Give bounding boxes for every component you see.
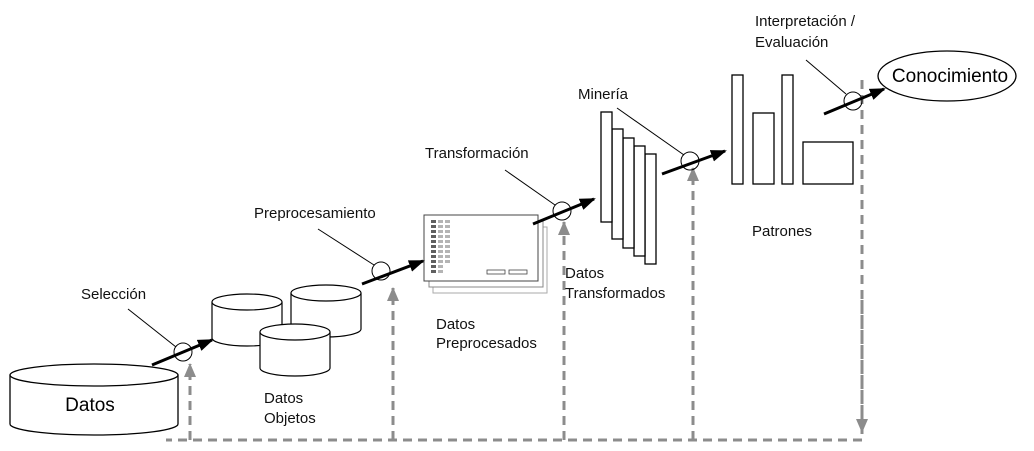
step-transformacion: Transformación — [425, 145, 529, 162]
sheet-cell — [431, 270, 436, 273]
sheet-cell — [445, 225, 450, 228]
step-seleccion: Selección — [81, 286, 146, 303]
sheet-cell — [431, 220, 436, 223]
datos-objetos-label-2: Objetos — [264, 410, 316, 427]
leader-lines — [127, 59, 847, 348]
sheet-cell — [438, 235, 443, 238]
node-interpretacion — [843, 91, 863, 111]
datos-objetos-cylinders — [211, 284, 362, 377]
node-mineria — [680, 151, 700, 171]
sheet-cell — [445, 230, 450, 233]
arrow-interpretacion — [823, 87, 886, 116]
datos-preprocesados-label-1: Datos — [436, 316, 475, 333]
sheet-cell — [438, 230, 443, 233]
datos-preprocesados-sheets — [423, 214, 548, 294]
datos-transformados-label-2: Transformados — [565, 285, 665, 302]
step-preprocesamiento: Preprocesamiento — [254, 205, 376, 222]
sheet-cell — [431, 240, 436, 243]
arrow-seleccion — [151, 338, 214, 367]
node-preprocesamiento — [371, 261, 391, 281]
arrow-transformacion — [532, 197, 596, 226]
sheet-cell — [438, 245, 443, 248]
feedback-bottom-line — [166, 80, 864, 442]
sheet-cell — [438, 255, 443, 258]
sheet-cell — [445, 260, 450, 263]
patrones-shape — [731, 74, 854, 185]
sheet-cell — [438, 260, 443, 263]
datos-transformados-label-1: Datos — [565, 265, 604, 282]
sheet-cell — [438, 225, 443, 228]
sheet-cell — [431, 250, 436, 253]
datos-preprocesados-label-2: Preprocesados — [436, 335, 537, 352]
node-seleccion — [173, 342, 193, 362]
datos-database — [9, 363, 179, 436]
conocimiento-ellipse — [877, 50, 1017, 102]
process-arrows — [151, 87, 886, 367]
sheet-cell — [445, 235, 450, 238]
sheet-cell — [431, 265, 436, 268]
sheet-cell — [445, 220, 450, 223]
sheet-cell — [445, 255, 450, 258]
step-mineria: Minería — [578, 86, 629, 103]
arrow-preprocesamiento — [361, 259, 425, 286]
node-transformacion — [552, 201, 572, 221]
sheet-cell — [438, 265, 443, 268]
sheet-cell — [438, 240, 443, 243]
datos-transformados-shape — [600, 111, 657, 265]
feedback-loop — [166, 80, 868, 442]
datos-label: Datos — [65, 395, 115, 416]
sheet-cell — [445, 240, 450, 243]
sheet-grid — [431, 220, 450, 273]
cylinder-c — [259, 323, 331, 377]
sheet-cell — [431, 230, 436, 233]
arrow-mineria — [661, 149, 727, 176]
sheet-cell — [431, 245, 436, 248]
patrones-label: Patrones — [752, 223, 812, 240]
sheet-cell — [438, 250, 443, 253]
sheet-cell — [438, 220, 443, 223]
datos-objetos-label-1: Datos — [264, 390, 303, 407]
conocimiento-label: Conocimiento — [892, 66, 1008, 87]
sheet-cell — [431, 260, 436, 263]
process-nodes — [173, 91, 863, 362]
sheet-cell — [431, 235, 436, 238]
step-interpretacion-1: Interpretación / — [755, 13, 856, 30]
step-interpretacion-2: Evaluación — [755, 34, 828, 51]
sheet-cell — [438, 270, 443, 273]
sheet-cell — [431, 255, 436, 258]
sheet-cell — [445, 250, 450, 253]
sheet-cell — [431, 225, 436, 228]
sheet-cell — [445, 245, 450, 248]
